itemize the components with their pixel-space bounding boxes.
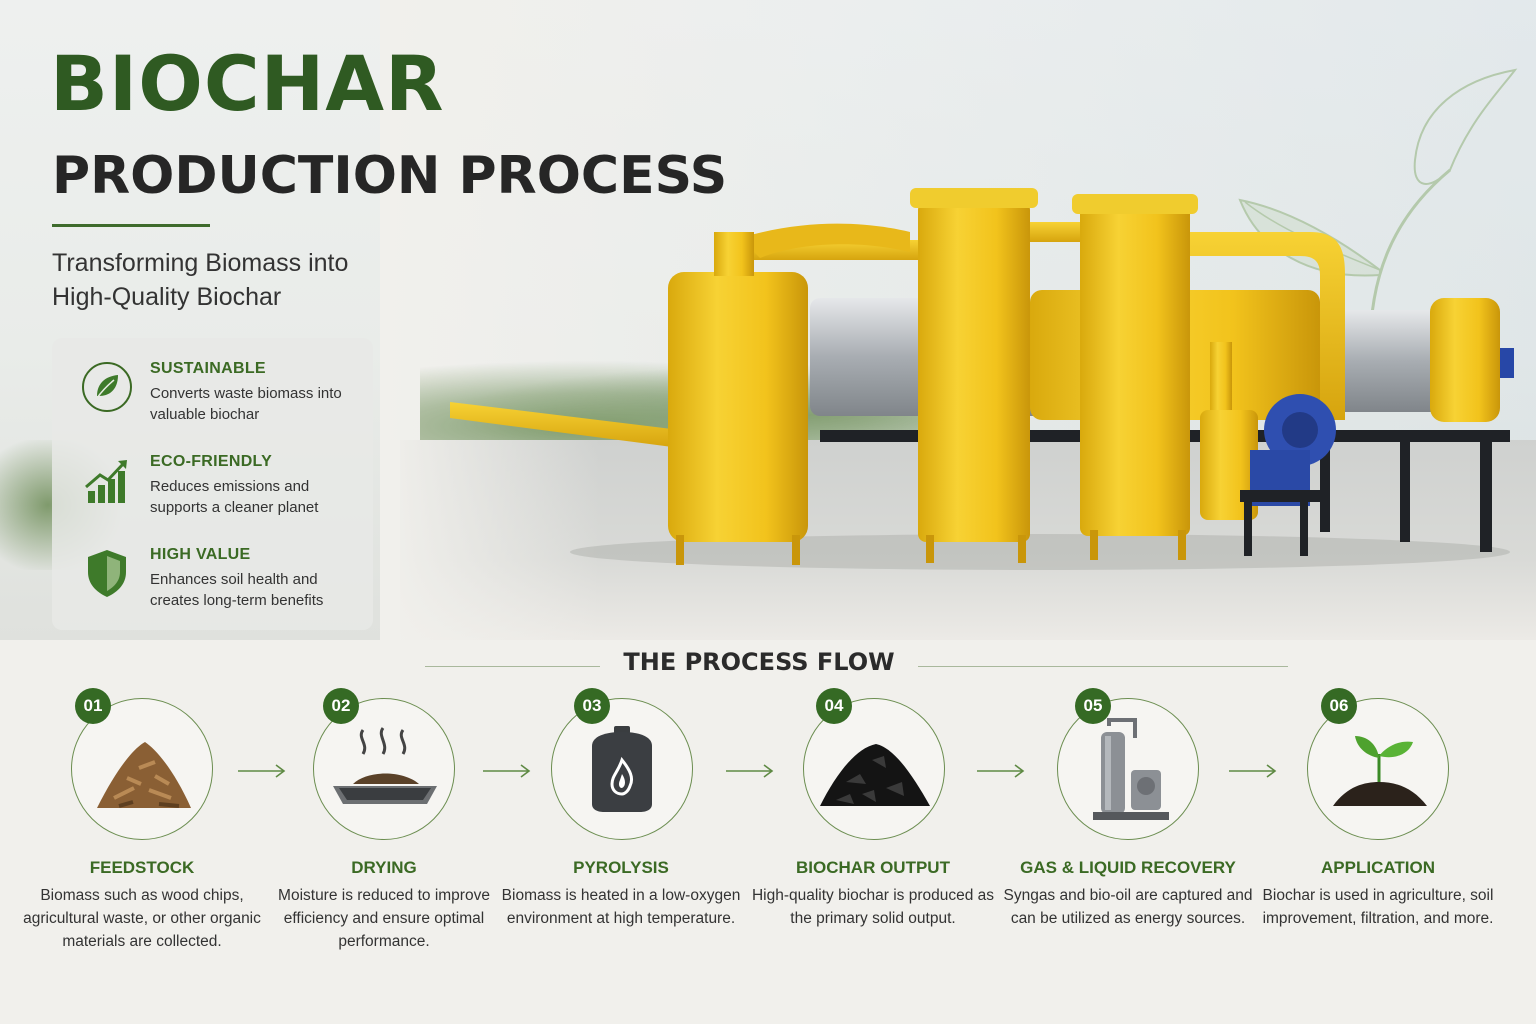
step-title: APPLICATION: [1321, 858, 1435, 877]
step-description: High-quality biochar is produced as the …: [751, 887, 995, 927]
biochar-pile-icon: [820, 744, 930, 806]
title-divider: [52, 224, 210, 227]
features-panel: SUSTAINABLE Converts waste biomass into …: [52, 338, 373, 630]
process-step-application: 06 APPLICATION Biochar is used in agricu…: [1253, 688, 1503, 988]
divider-right: [918, 666, 1288, 667]
step-number-badge: 06: [1321, 688, 1357, 724]
feature-title: SUSTAINABLE: [150, 360, 266, 377]
step-title: PYROLYSIS: [573, 858, 669, 877]
pyrolysis-machine-image: [450, 188, 1514, 570]
step-description: Biochar is used in agriculture, soil imp…: [1262, 887, 1494, 927]
step-title: BIOCHAR OUTPUT: [796, 858, 950, 877]
step-description: Biomass is heated in a low-oxygen enviro…: [501, 887, 741, 927]
process-flow-title: THE PROCESS FLOW: [623, 648, 895, 676]
step-number-badge: 01: [75, 688, 111, 724]
feature-sustainable: SUSTAINABLE Converts waste biomass into …: [52, 338, 373, 423]
gas-recovery-unit-icon: [1093, 718, 1169, 820]
drying-tray-icon: [333, 727, 437, 804]
step-number-badge: 03: [574, 688, 610, 724]
flow-arrow-icon: [1229, 764, 1277, 778]
leaf-icon: [82, 362, 132, 412]
step-number-badge: 04: [816, 688, 852, 724]
feature-high-value: HIGH VALUE Enhances soil health and crea…: [52, 524, 373, 609]
process-step-feedstock: 01 FEEDSTOCK Biomass such as wood chips,…: [17, 688, 267, 988]
wood-chips-icon: [97, 742, 191, 808]
feature-title: ECO-FRIENDLY: [150, 453, 273, 470]
divider-left: [425, 666, 600, 667]
page-title: BIOCHAR: [50, 39, 445, 128]
step-number-badge: 02: [323, 688, 359, 724]
ground-fade: [380, 440, 600, 640]
shield-icon: [88, 550, 126, 597]
feature-description: Enhances soil health and creates long-te…: [150, 571, 324, 609]
process-step-gas-liquid-recovery: 05 GAS & LIQUID RECOVERY Syngas and bio-…: [1003, 688, 1253, 988]
flow-arrow-icon: [977, 764, 1025, 778]
flow-arrow-icon: [238, 764, 286, 778]
step-title: DRYING: [351, 858, 417, 877]
flow-arrow-icon: [483, 764, 531, 778]
tagline: Transforming Biomass into High-Quality B…: [52, 249, 349, 311]
sprout-icon: [1333, 736, 1427, 806]
page-subtitle-heading: PRODUCTION PROCESS: [52, 146, 728, 206]
step-title: GAS & LIQUID RECOVERY: [1020, 858, 1236, 877]
process-step-drying: 02 DRYING Moisture is reduced to improve…: [259, 688, 509, 988]
feature-eco-friendly: ECO-FRIENDLY Reduces emissions and suppo…: [52, 431, 373, 516]
feature-description: Reduces emissions and supports a cleaner…: [150, 478, 319, 516]
step-description: Moisture is reduced to improve efficienc…: [278, 887, 490, 950]
growth-chart-icon: [85, 460, 127, 503]
step-number-badge: 05: [1075, 688, 1111, 724]
step-description: Biomass such as wood chips, agricultural…: [23, 887, 261, 950]
step-description: Syngas and bio-oil are captured and can …: [1003, 887, 1253, 927]
flow-arrow-icon: [726, 764, 774, 778]
reactor-flame-icon: [592, 726, 652, 812]
process-step-biochar-output: 04 BIOCHAR OUTPUT High-quality biochar i…: [748, 688, 998, 988]
feature-title: HIGH VALUE: [150, 546, 251, 563]
step-title: FEEDSTOCK: [89, 858, 195, 877]
process-step-pyrolysis: 03 PYROLYSIS Biomass is heated in a low-…: [496, 688, 746, 988]
feature-description: Converts waste biomass into valuable bio…: [150, 385, 342, 423]
